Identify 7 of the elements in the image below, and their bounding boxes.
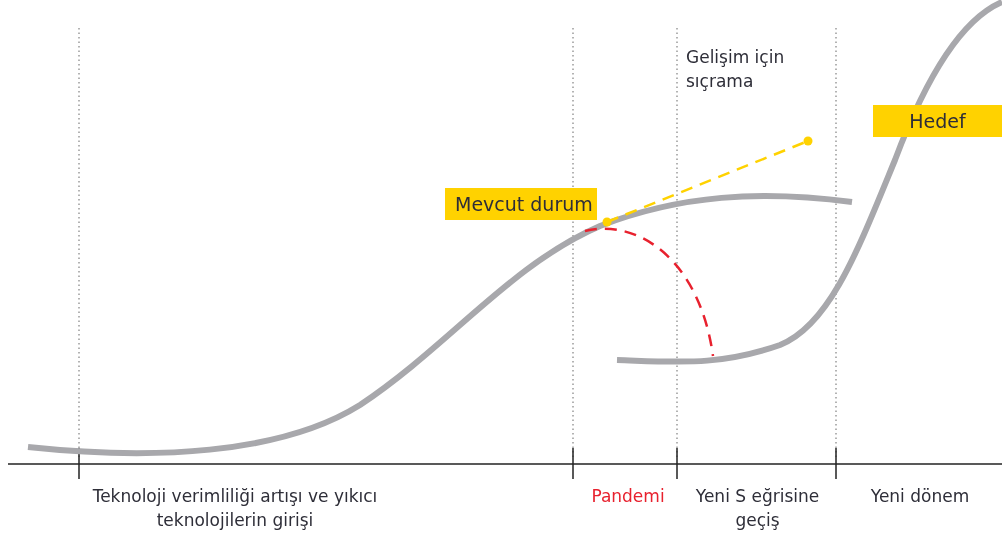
annotation-text: Gelişim için sıçrama [686, 46, 786, 93]
highlight-label: Hedef [873, 105, 1002, 137]
phase-label: Teknoloji verimliliği artışı ve yıkıcı teknolojilerin girişi [91, 485, 379, 532]
phase-label: Yeni S eğrisine geçiş [694, 485, 821, 532]
phase-label: Yeni dönem [869, 485, 971, 508]
highlight-label: Mevcut durum [445, 188, 597, 220]
phase-label: Pandemi [590, 485, 666, 508]
